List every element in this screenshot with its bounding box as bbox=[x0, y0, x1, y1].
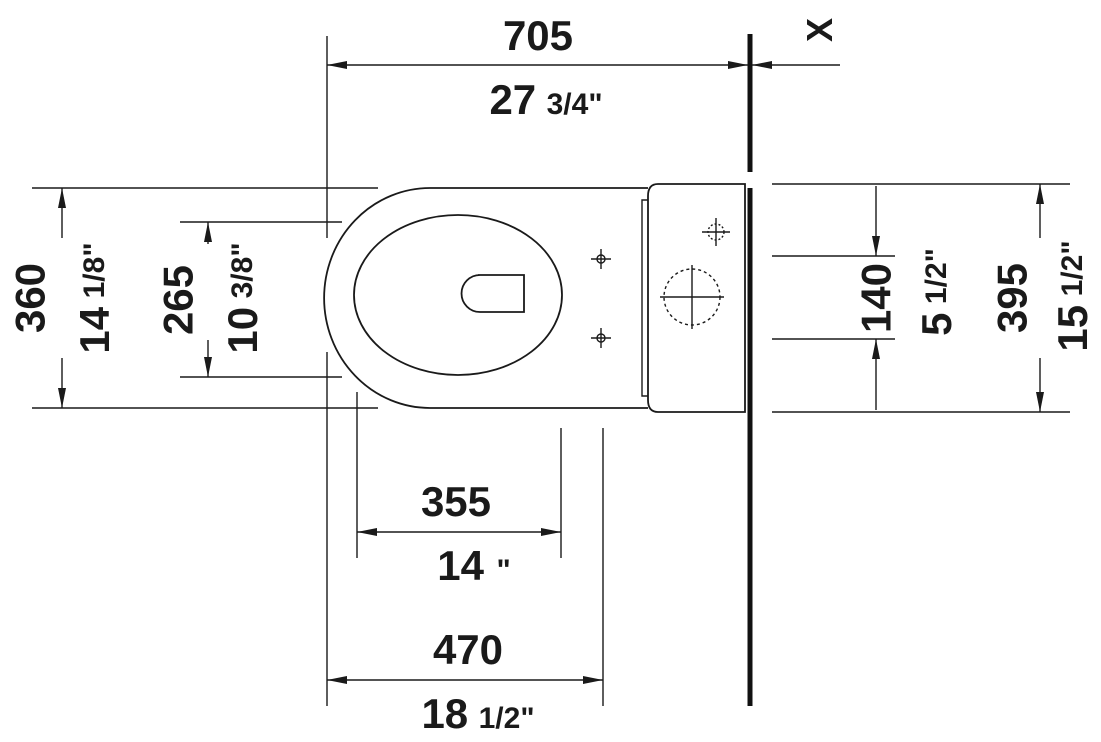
outlet-width-inch: 5 1/2" bbox=[913, 248, 960, 336]
flush-opening bbox=[460, 274, 525, 313]
bowl-inner-rim bbox=[353, 214, 563, 376]
dimension-lines bbox=[58, 61, 1044, 684]
water-inlet-mark bbox=[702, 218, 730, 246]
fixing-depth-mm: 355 bbox=[421, 478, 491, 525]
tank-width-mm: 395 bbox=[989, 263, 1036, 333]
bowl-outer-outline bbox=[323, 187, 648, 409]
fixing-spacing-inch: 10 3/8" bbox=[219, 242, 266, 353]
fixing-point-upper bbox=[591, 249, 611, 269]
cistern-inner-step bbox=[641, 199, 648, 397]
fixing-point-lower bbox=[591, 328, 611, 348]
fixing-depth-inch: 14 " bbox=[437, 542, 510, 589]
outlet-width-mm: 140 bbox=[853, 263, 900, 333]
outlet-circle bbox=[660, 265, 724, 329]
extension-lines bbox=[32, 36, 1070, 706]
bowl-depth-inch: 18 1/2" bbox=[421, 690, 534, 737]
bowl-width-mm: 360 bbox=[7, 263, 54, 333]
bowl-width-inch: 14 1/8" bbox=[71, 242, 118, 353]
bowl-depth-mm: 470 bbox=[433, 626, 503, 673]
fixing-spacing-mm: 265 bbox=[155, 265, 202, 335]
overall-length-inch: 27 3/4" bbox=[489, 76, 602, 123]
tank-width-inch: 15 1/2" bbox=[1049, 240, 1096, 351]
toilet-outline bbox=[323, 183, 746, 413]
overall-length-mm: 705 bbox=[503, 12, 573, 59]
cistern-outline bbox=[647, 183, 746, 413]
wall-marker-label: X bbox=[799, 18, 840, 42]
